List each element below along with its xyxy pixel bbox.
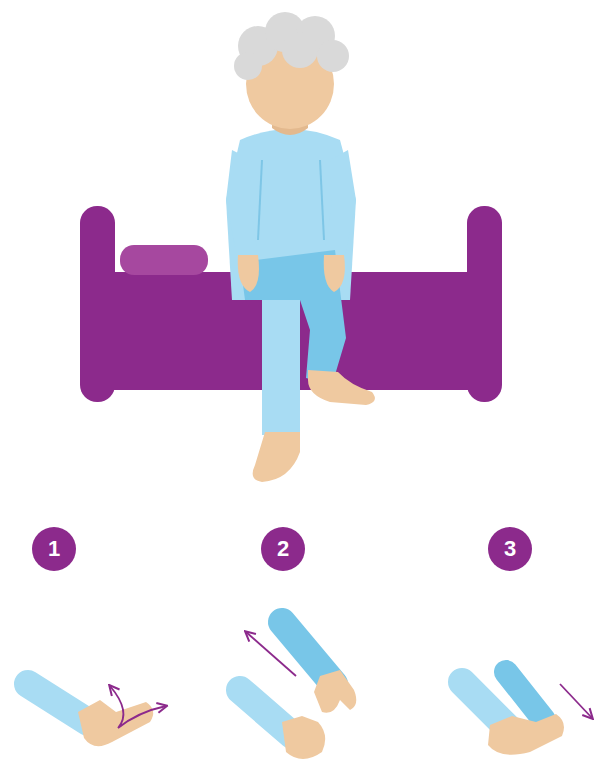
exercise-leg-lift: [240, 622, 356, 759]
callout-number: 1: [32, 527, 76, 571]
callout-number-text: 1: [32, 527, 76, 571]
exercise-leg-lower: [462, 672, 592, 755]
callout-number-text: 3: [488, 527, 532, 571]
callout-number-text: 2: [261, 527, 305, 571]
callout-number: 2: [261, 527, 305, 571]
callout-number: 3: [488, 527, 532, 571]
person: [226, 12, 375, 482]
exercise-ankle-circle: [28, 684, 166, 746]
